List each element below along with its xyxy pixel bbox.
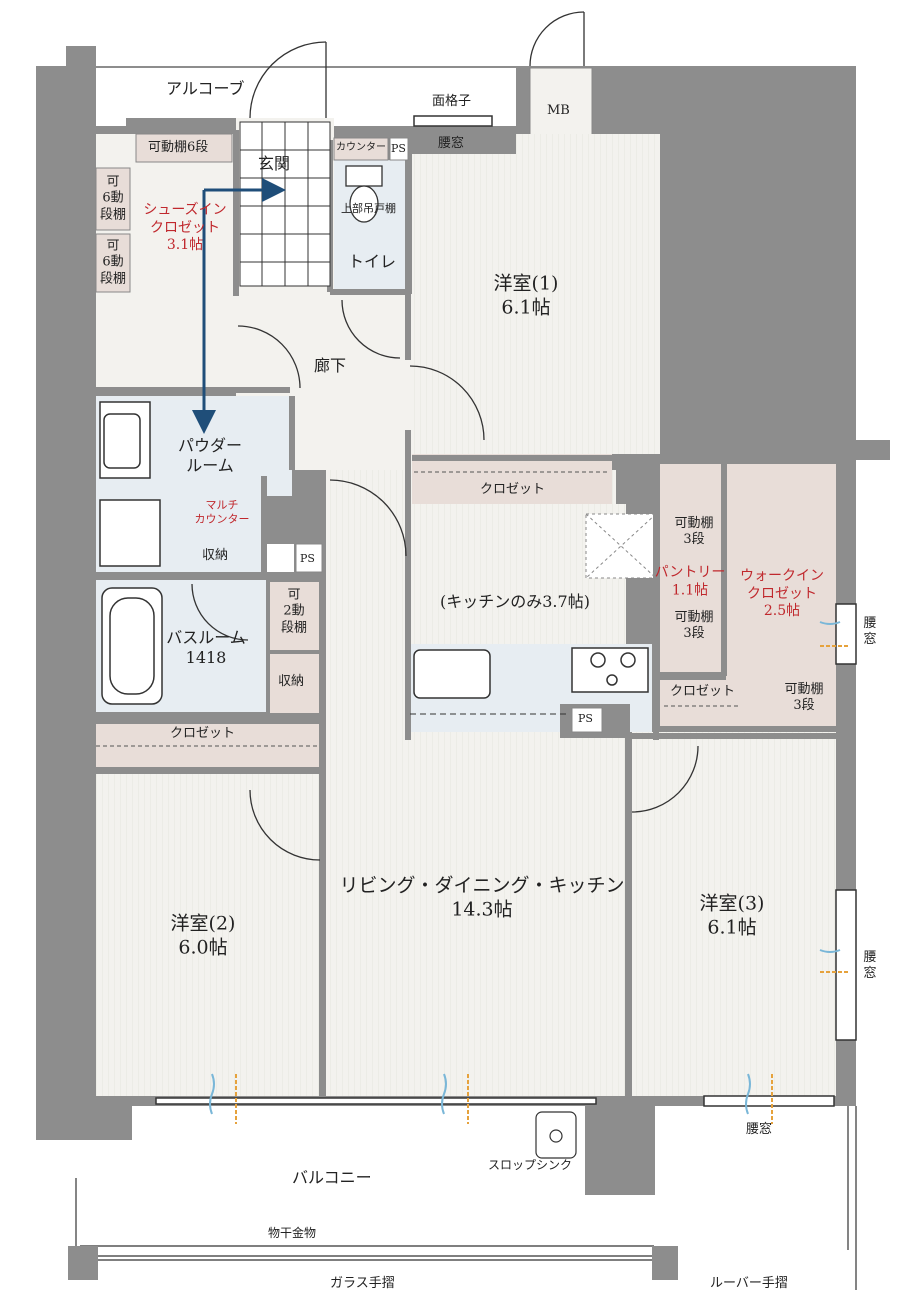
windows bbox=[155, 115, 857, 1107]
wic-shelf-label: 可動棚 3段 bbox=[784, 681, 824, 713]
waist-window-top-label: 腰窓 bbox=[438, 136, 465, 151]
closet-bath-label: クロゼット bbox=[170, 726, 236, 741]
shelf6-label: 可動棚6段 bbox=[148, 140, 209, 155]
drying-hardware-label: 物干金物 bbox=[268, 1226, 317, 1240]
balcony-label: バルコニー bbox=[292, 1168, 372, 1187]
toilet-counter bbox=[333, 137, 389, 161]
slop-sink-label: スロップシンク bbox=[488, 1158, 573, 1172]
multi-counter-label: マルチ カウンター bbox=[194, 498, 250, 525]
lattice-label: 面格子 bbox=[432, 94, 472, 109]
western1-label: 洋室(1) 6.1帖 bbox=[493, 272, 559, 318]
ps-toilet-label: PS bbox=[391, 142, 406, 155]
closet-lines bbox=[96, 471, 740, 747]
shoes-closet-label: シューズイン クロゼット 3.1帖 bbox=[143, 201, 227, 253]
walk-through-arrows bbox=[192, 178, 286, 434]
closet3-label: クロゼット bbox=[670, 684, 736, 699]
vent-marks bbox=[209, 621, 850, 1124]
entrance-tiles bbox=[239, 121, 331, 287]
ps-kitchen-label: PS bbox=[578, 712, 593, 725]
mb-label: MB bbox=[547, 103, 570, 118]
shelf6a-label: 可 6動 段棚 bbox=[99, 174, 127, 223]
counter-label: カウンター bbox=[336, 142, 386, 153]
bathroom-label: バスルーム 1418 bbox=[166, 628, 246, 667]
ldk-label: リビング・ダイニング・キッチン 14.3帖 bbox=[339, 874, 625, 920]
bathtub bbox=[101, 587, 163, 705]
louver-railing-label: ルーバー手摺 bbox=[710, 1276, 788, 1291]
shelf2-label: 可 2動 段棚 bbox=[280, 587, 308, 636]
glass-railing-label: ガラス手摺 bbox=[330, 1276, 395, 1291]
closet1-label: クロゼット bbox=[480, 482, 546, 497]
alcove-label: アルコーブ bbox=[166, 79, 245, 98]
toilet-label: トイレ bbox=[348, 252, 397, 271]
upper-cabinet-label: 上部吊戸棚 bbox=[341, 202, 396, 215]
balcony bbox=[75, 1106, 857, 1290]
interior-walls bbox=[92, 130, 840, 1100]
door-swings bbox=[191, 11, 699, 861]
ps-box-toilet bbox=[389, 137, 409, 161]
corridor-label: 廊下 bbox=[314, 356, 347, 375]
powder-room-label: パウダー ルーム bbox=[177, 436, 243, 475]
waist-window-right2-label: 腰 窓 bbox=[863, 949, 877, 981]
waist-window-right1-label: 腰 窓 bbox=[863, 615, 877, 647]
kitchen-fixtures bbox=[413, 647, 649, 699]
pantry-label: パントリー 1.1帖 bbox=[654, 564, 726, 599]
ps-box-powder bbox=[295, 543, 323, 573]
shelf6b-label: 可 6動 段棚 bbox=[99, 238, 127, 287]
pantry-shelf-bottom-label: 可動棚 3段 bbox=[674, 609, 714, 641]
waist-window-bottom-label: 腰窓 bbox=[746, 1122, 773, 1137]
western2-label: 洋室(2) 6.0帖 bbox=[170, 912, 236, 958]
storage-bath-label: 収納 bbox=[278, 674, 305, 689]
storage-powder-label: 収納 bbox=[202, 548, 229, 563]
balcony-post-right bbox=[652, 1246, 678, 1280]
shoes-closet-shelves bbox=[95, 133, 233, 293]
wic-label: ウォークイン クロゼット 2.5帖 bbox=[740, 567, 824, 619]
toilet-fixture bbox=[345, 165, 383, 223]
entrance-label: 玄関 bbox=[258, 154, 291, 173]
balcony-post-left bbox=[68, 1246, 98, 1280]
pantry-shelf-top-label: 可動棚 3段 bbox=[674, 515, 714, 547]
ps-powder-label: PS bbox=[300, 552, 315, 565]
powder-sink bbox=[99, 401, 161, 567]
western3-label: 洋室(3) 6.1帖 bbox=[699, 892, 765, 938]
kitchen-only-label: (キッチンのみ3.7帖) bbox=[440, 592, 590, 611]
ps-box-kitchen bbox=[571, 707, 603, 733]
